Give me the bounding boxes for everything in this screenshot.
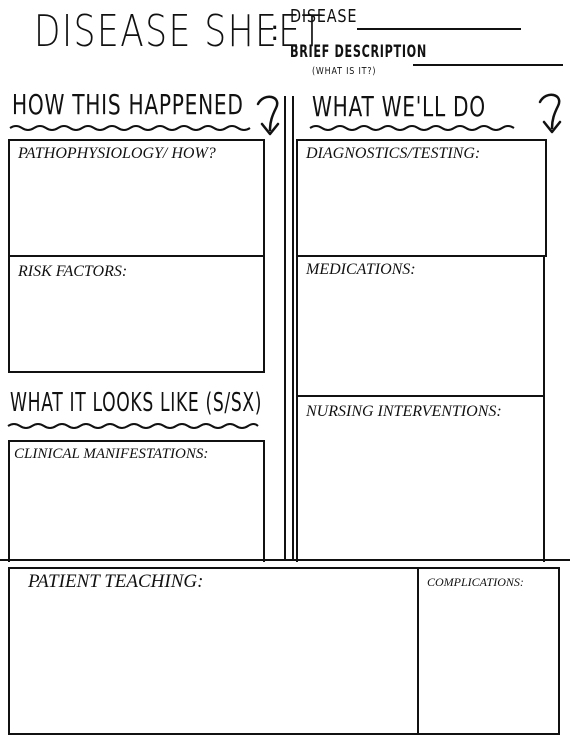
section-divider <box>0 559 570 561</box>
complications-box[interactable]: COMPLICATIONS: <box>417 567 560 735</box>
complications-label: COMPLICATIONS: <box>427 575 524 589</box>
clinical-manifestations-box[interactable]: CLINICAL MANIFESTATIONS: <box>8 440 265 562</box>
diagnostics-box[interactable]: DIAGNOSTICS/TESTING: <box>296 139 547 257</box>
disease-label: DISEASE <box>290 6 358 27</box>
patient-teaching-label: PATIENT TEACHING: <box>28 571 204 592</box>
page-title: DISEASE SHEET <box>34 6 325 57</box>
description-label: BRIEF DESCRIPTION <box>290 42 427 62</box>
description-sublabel: (WHAT IS IT?) <box>312 66 377 77</box>
nursing-interventions-box[interactable]: NURSING INTERVENTIONS: <box>296 395 545 562</box>
medications-box[interactable]: MEDICATIONS: <box>296 255 545 397</box>
patient-teaching-box[interactable]: PATIENT TEACHING: <box>8 567 419 735</box>
pathophysiology-label: PATHOPHYSIOLOGY/ HOW? <box>18 145 216 162</box>
disease-field[interactable] <box>357 14 521 30</box>
pathophysiology-box[interactable]: PATHOPHYSIOLOGY/ HOW? <box>8 139 265 257</box>
description-field[interactable] <box>413 50 563 66</box>
risk-factors-box[interactable]: RISK FACTORS: <box>8 255 265 373</box>
column-divider-left <box>284 96 286 560</box>
hand-drawn-arrow-icon <box>252 94 282 140</box>
diagnostics-label: DIAGNOSTICS/TESTING: <box>306 145 481 162</box>
hand-drawn-arrow-icon <box>534 92 564 138</box>
heading-how-this-happened: HOW THIS HAPPENED <box>12 88 244 121</box>
heading-what-well-do: WHAT WE'LL DO <box>312 90 486 123</box>
heading-what-it-looks-like: WHAT IT LOOKS LIKE (S/SX) <box>10 388 263 418</box>
medications-label: MEDICATIONS: <box>306 261 416 278</box>
nursing-interventions-label: NURSING INTERVENTIONS: <box>306 403 502 420</box>
risk-factors-label: RISK FACTORS: <box>18 263 128 280</box>
title-colon: : <box>270 14 281 47</box>
column-divider-right <box>292 96 294 560</box>
clinical-manifestations-label: CLINICAL MANIFESTATIONS: <box>14 446 209 462</box>
